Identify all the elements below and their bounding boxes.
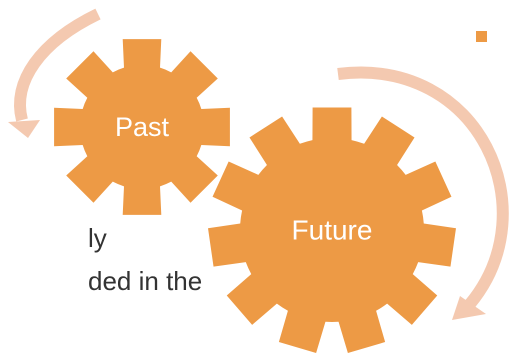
future-gear-body <box>208 107 456 353</box>
bullet-square <box>476 31 487 42</box>
past-cycle-arrowhead <box>8 120 40 138</box>
past-gear <box>54 39 230 215</box>
partial-text-line-2: ded in the <box>88 266 202 296</box>
future-gear <box>208 107 456 353</box>
past-gear-label: Past <box>115 112 170 142</box>
past-gear-body <box>54 39 230 215</box>
future-cycle-arrowhead <box>452 296 486 320</box>
future-gear-label: Future <box>292 214 373 245</box>
past-cycle-arrow <box>14 8 101 122</box>
partial-text-line-1: ly <box>88 223 107 253</box>
future-cycle-arrow <box>337 66 509 308</box>
